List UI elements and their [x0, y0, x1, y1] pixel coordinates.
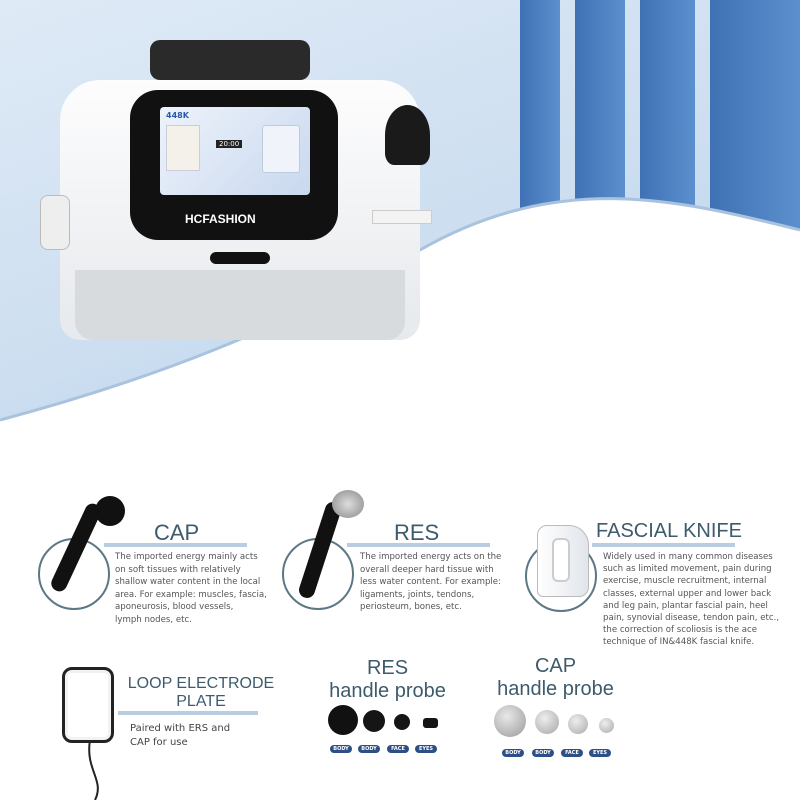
fascial-knife-image — [537, 525, 589, 597]
loop-plate-title: LOOP ELECTRODE PLATE — [127, 675, 275, 711]
probe-handles — [385, 105, 430, 165]
fascial-knife-underline — [592, 543, 735, 547]
res-probe-head — [332, 490, 364, 518]
loop-plate-description: Paired with ERS and CAP for use — [130, 723, 231, 748]
screen-model-label: 448K — [166, 111, 189, 120]
cap-probe-head — [95, 496, 125, 526]
cap-probe-eyes — [599, 718, 614, 733]
res-tag-face: FACE — [387, 745, 409, 753]
loop-plate-underline — [118, 711, 258, 715]
cap-underline — [104, 543, 247, 547]
brand-logo: HCFASHION — [185, 212, 256, 226]
res-tag-body: BODY — [358, 745, 380, 753]
probe-holder — [150, 40, 310, 80]
res-probe-body-large — [328, 705, 358, 735]
cap-tag-body: BODY — [532, 749, 554, 757]
res-probe-title: RES handle probe — [310, 657, 465, 703]
timer-display: 20:00 — [216, 140, 243, 148]
cap-title: CAP — [154, 520, 200, 545]
cap-probe-body-small — [535, 710, 559, 734]
res-probe-title-line2: handle probe — [329, 680, 446, 702]
cap-probe-title-line2: handle probe — [497, 678, 614, 700]
cap-tag-body: BODY — [502, 749, 524, 757]
loop-plate-title-line2: PLATE — [176, 693, 226, 710]
res-probe-title-line1: RES — [366, 657, 409, 679]
cap-probe-title-line1: CAP — [534, 655, 577, 677]
side-shelf — [372, 210, 432, 224]
intensity-dial[interactable] — [262, 125, 300, 173]
res-probe-eyes — [423, 718, 438, 728]
fascial-knife-holder — [40, 195, 70, 250]
cap-description: The imported energy mainly acts on soft … — [115, 552, 267, 625]
device-base — [75, 270, 405, 340]
handle-slot — [210, 252, 270, 264]
res-description: The imported energy acts on the overall … — [360, 552, 502, 612]
touch-screen[interactable]: 448K 20:00 — [160, 107, 310, 195]
res-probe-face — [394, 714, 410, 730]
cap-tag-face: FACE — [561, 749, 583, 757]
hero-banner: 448K 20:00 HCFASHION — [0, 0, 800, 460]
cap-tag-eyes: EYES — [589, 749, 611, 757]
res-underline — [347, 543, 490, 547]
cap-probe-title: CAP handle probe — [478, 655, 633, 701]
res-probe-body-small — [363, 710, 385, 732]
res-title: RES — [394, 520, 440, 545]
electrode-cable — [88, 740, 99, 800]
fascial-knife-description: Widely used in many common diseases such… — [603, 552, 780, 648]
cap-probe-face — [568, 714, 588, 734]
res-tag-eyes: EYES — [415, 745, 437, 753]
fascial-knife-title: FASCIAL KNIFE — [596, 520, 742, 542]
electrode-plate-image — [62, 667, 114, 743]
res-tag-body: BODY — [330, 745, 352, 753]
loop-plate-title-line1: LOOP ELECTRODE — [127, 675, 275, 692]
mode-tile[interactable] — [166, 125, 200, 171]
cap-probe-body-large — [494, 705, 526, 737]
